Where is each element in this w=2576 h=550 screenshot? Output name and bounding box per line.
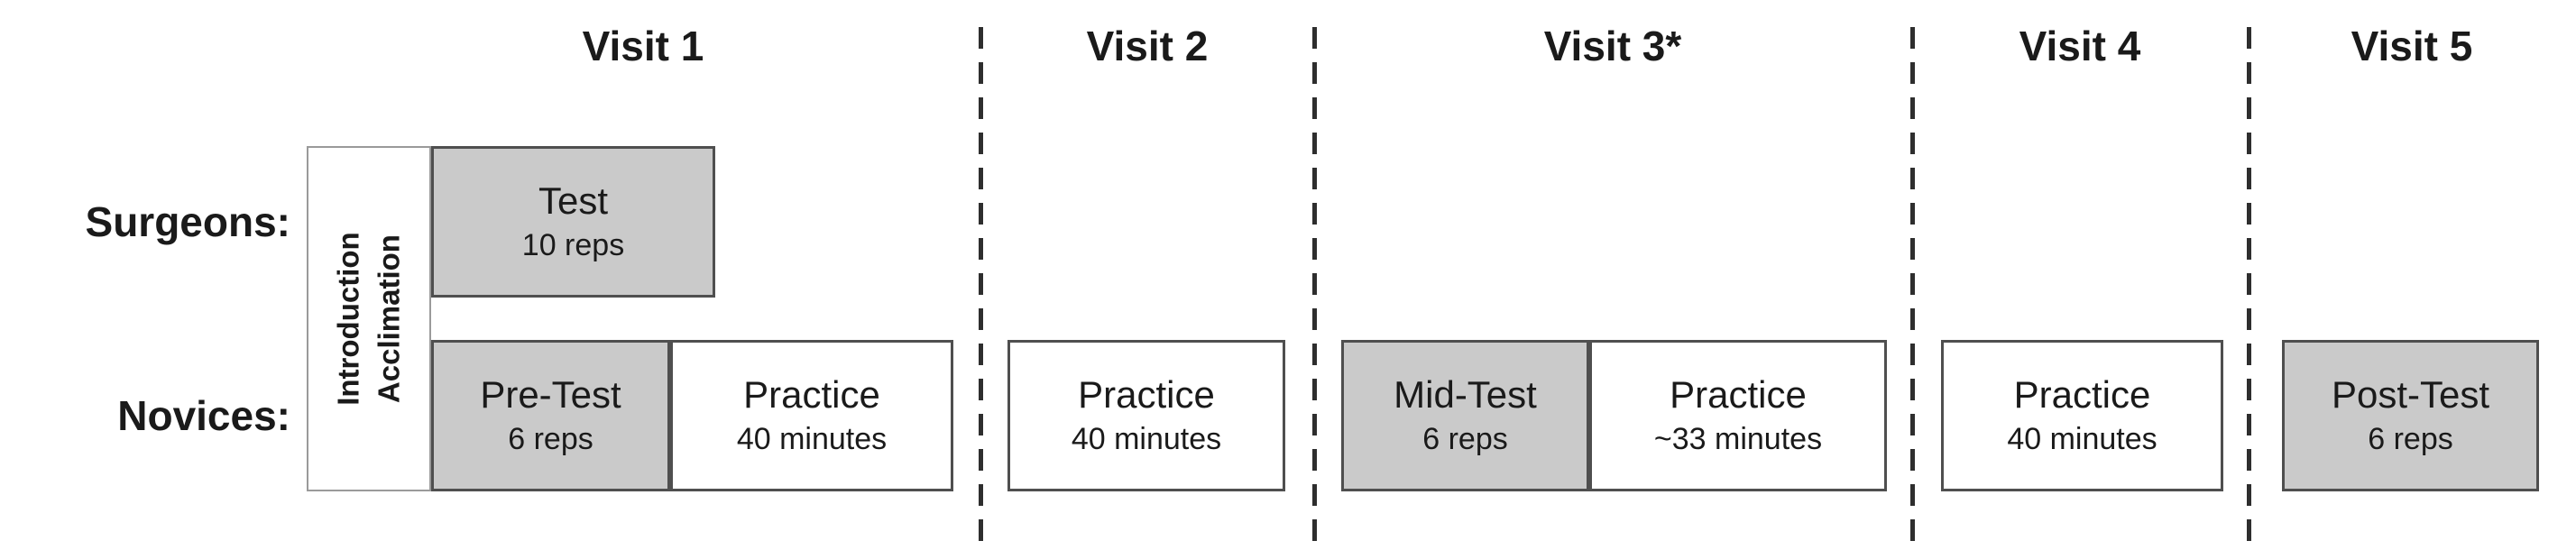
novice-visit3-practice-subtitle: ~33 minutes — [1653, 422, 1823, 457]
visit-divider-4 — [2247, 27, 2251, 543]
novice-pretest-box: Pre-Test 6 reps — [431, 340, 670, 491]
novice-pretest-title: Pre-Test — [480, 373, 621, 417]
novice-visit3-practice-box: Practice ~33 minutes — [1589, 340, 1887, 491]
surgeon-test-title: Test — [538, 179, 609, 223]
novice-visit4-practice-box: Practice 40 minutes — [1941, 340, 2223, 491]
novice-midtest-box: Mid-Test 6 reps — [1341, 340, 1589, 491]
visit-1-header: Visit 1 — [582, 23, 704, 69]
visit-3-header: Visit 3* — [1543, 23, 1682, 69]
novice-posttest-box: Post-Test 6 reps — [2282, 340, 2539, 491]
novice-posttest-subtitle: 6 reps — [2368, 422, 2453, 457]
novice-pretest-subtitle: 6 reps — [508, 422, 593, 457]
novice-visit3-practice-title: Practice — [1670, 373, 1807, 417]
introduction-acclimation-box: Introduction Acclimation — [307, 146, 431, 491]
introduction-acclimation-text: Introduction Acclimation — [328, 232, 409, 405]
novice-posttest-title: Post-Test — [2331, 373, 2490, 417]
novice-visit4-practice-subtitle: 40 minutes — [2007, 422, 2157, 457]
novice-visit4-practice-title: Practice — [2013, 373, 2151, 417]
intro-line-introduction: Introduction — [331, 232, 365, 406]
novice-visit1-practice-title: Practice — [743, 373, 880, 417]
novice-midtest-title: Mid-Test — [1394, 373, 1537, 417]
novice-visit2-practice-subtitle: 40 minutes — [1071, 422, 1222, 457]
surgeons-row-label: Surgeons: — [85, 198, 290, 245]
novice-visit2-practice-box: Practice 40 minutes — [1007, 340, 1285, 491]
novice-visit2-practice-title: Practice — [1078, 373, 1215, 417]
novice-midtest-subtitle: 6 reps — [1422, 422, 1508, 457]
intro-line-acclimation: Acclimation — [372, 234, 405, 404]
visit-divider-2 — [1312, 27, 1317, 543]
visit-divider-1 — [979, 27, 983, 543]
visit-divider-3 — [1910, 27, 1915, 543]
visit-2-header: Visit 2 — [1086, 23, 1209, 69]
novice-visit1-practice-box: Practice 40 minutes — [670, 340, 953, 491]
surgeon-test-subtitle: 10 reps — [521, 228, 625, 263]
novices-row-label: Novices: — [117, 392, 290, 439]
visit-5-header: Visit 5 — [2351, 23, 2473, 69]
novice-visit1-practice-subtitle: 40 minutes — [736, 422, 888, 457]
visit-4-header: Visit 4 — [2019, 23, 2141, 69]
surgeon-test-box: Test 10 reps — [431, 146, 715, 298]
